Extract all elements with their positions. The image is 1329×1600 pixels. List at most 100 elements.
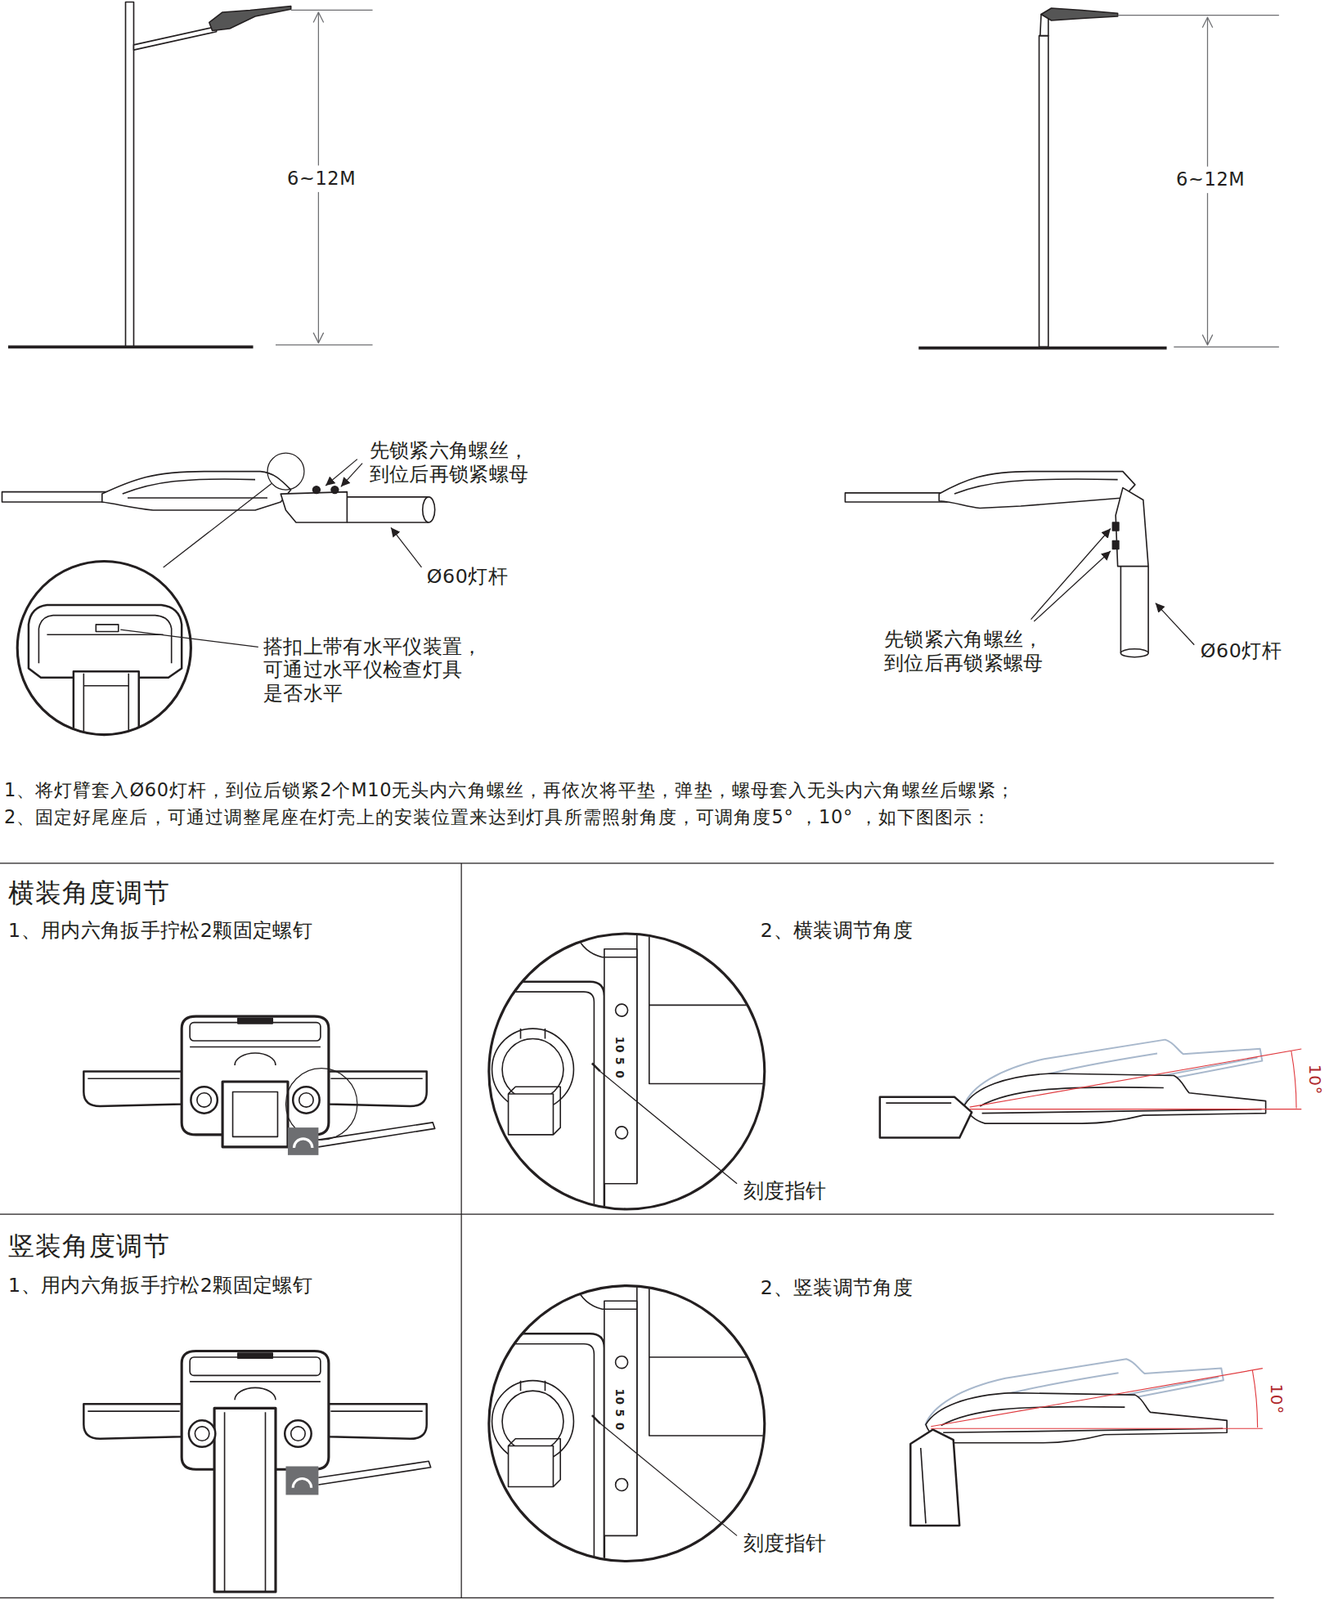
pole-top-mount xyxy=(918,8,1167,349)
front-view-horizontal xyxy=(234,1053,276,1066)
part-label: Ø60灯杆 xyxy=(1200,638,1282,662)
front-view-horizontal xyxy=(299,1093,314,1108)
pole-with-arm xyxy=(209,5,292,31)
level-detail xyxy=(83,673,129,756)
front-view-horizontal xyxy=(237,1019,273,1024)
table-rule xyxy=(0,863,1275,1599)
lamp-horizontal-mount xyxy=(331,486,339,494)
level-detail xyxy=(38,615,171,665)
level-detail xyxy=(46,633,163,636)
front-view-vertical xyxy=(330,1410,423,1413)
angle-side-view xyxy=(1252,1370,1258,1428)
front-view-vertical xyxy=(291,1427,306,1442)
part-label: Ø60灯杆 xyxy=(426,564,508,588)
angle-side-view xyxy=(885,1102,952,1105)
front-view-vertical xyxy=(83,1351,431,1593)
front-view-vertical xyxy=(189,1381,321,1383)
leader-line xyxy=(325,459,358,486)
lamp-horizontal-mount xyxy=(1,492,113,503)
level-detail xyxy=(17,561,191,735)
pole-with-arm xyxy=(8,345,254,349)
dimension-line xyxy=(1117,15,1280,348)
angle-side-view xyxy=(880,1097,972,1139)
lamp-top-mount xyxy=(954,479,1118,494)
scale-mark: 10 xyxy=(614,1388,626,1406)
callout-label: 搭扣上带有水平仪装置， 可通过水平仪检查灯具 是否水平 xyxy=(263,634,497,705)
callout-label: 先锁紧六角螺丝， 到位后再锁紧螺母 xyxy=(884,628,1059,675)
leader-line xyxy=(120,629,258,647)
callout-label: 刻度指针 xyxy=(743,1179,827,1204)
step-caption: 2、横装调节角度 xyxy=(760,918,913,942)
leader-line xyxy=(600,1423,737,1536)
front-view-vertical xyxy=(318,1461,431,1486)
instruction-note: 1、将灯臂套入Ø60灯杆，到位后锁紧2个M10无头内六角螺丝，再依次将平垫，弹垫… xyxy=(4,778,1015,801)
scale-mark: 10 xyxy=(614,1037,626,1054)
pole-top-mount xyxy=(918,346,1167,351)
dimension-label: 6~12M xyxy=(1172,166,1249,194)
angle-side-view xyxy=(910,1430,960,1527)
level-detail xyxy=(95,624,118,633)
angle-side-view xyxy=(930,1369,1263,1430)
leader-line xyxy=(1031,529,1195,646)
lamp-horizontal-mount xyxy=(313,486,321,494)
section-heading: 竖装角度调节 xyxy=(8,1230,171,1263)
front-view-vertical xyxy=(194,1427,209,1442)
callout-label: 先锁紧六角螺丝， 到位后再锁紧螺母 xyxy=(369,439,544,486)
front-view-vertical xyxy=(285,1466,319,1496)
scale-mark: 0 xyxy=(614,1070,626,1079)
angle-label: 10° xyxy=(1267,1383,1285,1415)
pole-top-mount xyxy=(1041,8,1118,21)
lamp-horizontal-mount xyxy=(422,497,436,523)
front-view-vertical xyxy=(237,1353,273,1359)
pole-with-arm xyxy=(8,1,292,347)
front-view-vertical xyxy=(234,1387,276,1401)
front-view-horizontal xyxy=(87,1077,180,1080)
pole-with-arm xyxy=(125,1,135,347)
front-view-horizontal xyxy=(189,1046,321,1049)
front-view-vertical xyxy=(224,1412,266,1593)
step-caption: 1、用内六角扳手拧松2颗固定螺钉 xyxy=(8,918,313,942)
front-view-horizontal xyxy=(197,1093,212,1108)
front-view-vertical xyxy=(328,1404,427,1439)
front-view-horizontal xyxy=(330,1077,423,1080)
scale-detail xyxy=(480,1270,777,1577)
leader-line xyxy=(600,1071,737,1536)
dimension-line xyxy=(1117,15,1280,348)
scale-mark: 5 xyxy=(614,1409,626,1419)
level-detail xyxy=(17,561,191,764)
angle-side-view xyxy=(910,1341,1263,1527)
lamp-horizontal-mount xyxy=(280,492,347,523)
lamp-horizontal-mount xyxy=(122,479,268,499)
front-view-horizontal xyxy=(318,1122,435,1148)
instruction-note: 2、固定好尾座后，可通过调整尾座在灯壳上的安装位置来达到灯具所需照射角度，可调角… xyxy=(4,806,992,829)
pole-with-arm xyxy=(133,26,216,50)
front-view-horizontal xyxy=(287,1127,319,1156)
front-view-horizontal xyxy=(189,1023,321,1042)
level-detail xyxy=(73,671,140,764)
angle-side-view xyxy=(920,1448,926,1524)
pole-top-mount xyxy=(1039,35,1049,348)
angle-label: 10° xyxy=(1306,1064,1324,1096)
lamp-top-mount xyxy=(938,471,1136,509)
front-view-horizontal xyxy=(190,1086,217,1114)
scale-mark: 5 xyxy=(614,1057,626,1066)
angle-side-view xyxy=(969,1049,1303,1110)
lamp-horizontal-mount xyxy=(163,484,272,568)
level-detail xyxy=(28,605,182,764)
front-view-horizontal xyxy=(328,1071,427,1106)
step-caption: 1、用内六角扳手拧松2颗固定螺钉 xyxy=(8,1274,313,1298)
front-view-vertical xyxy=(292,1478,311,1488)
front-view-horizontal xyxy=(222,1082,288,1148)
front-view-vertical xyxy=(284,1420,311,1447)
scale-detail xyxy=(480,918,777,1225)
leader-line xyxy=(600,1071,737,1184)
lamp-top-mount xyxy=(1115,488,1149,567)
dimension-line xyxy=(275,9,373,345)
angle-side-view xyxy=(880,1022,1302,1139)
angle-side-view xyxy=(925,1393,1227,1444)
front-view-horizontal xyxy=(293,1139,312,1149)
front-view-horizontal xyxy=(292,1086,319,1114)
front-view-vertical xyxy=(189,1357,321,1376)
leader-line xyxy=(1155,603,1195,646)
